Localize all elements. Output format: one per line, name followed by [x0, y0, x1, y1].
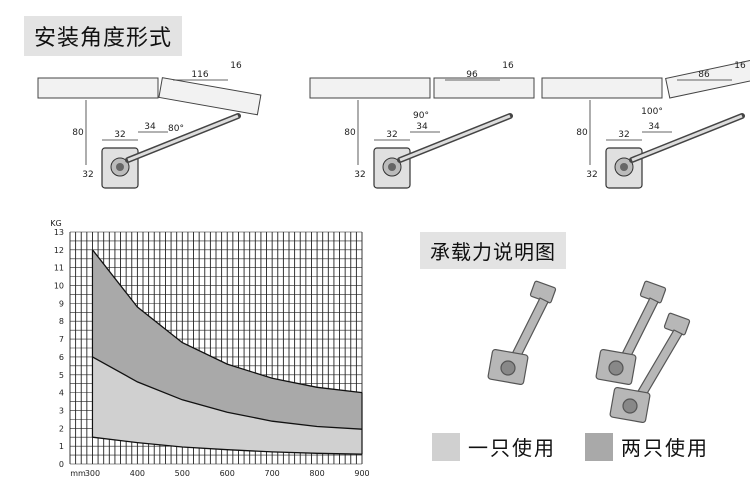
y-tick-label: 3 [59, 406, 64, 415]
y-axis-label: KG [50, 219, 61, 228]
lid-panel [665, 57, 750, 99]
y-tick-label: 12 [54, 246, 64, 255]
dim-16-label: 16 [230, 61, 242, 71]
dim-32b-label: 32 [82, 170, 93, 180]
dim-34-label: 34 [416, 122, 428, 132]
y-tick-label: 7 [59, 335, 64, 344]
legend-single: 一只使用 [432, 432, 556, 461]
install-angle-title: 安装角度形式 [24, 16, 183, 56]
dim-16-label: 16 [734, 61, 746, 71]
series-line-2 [91, 249, 363, 394]
cabinet-panel [309, 77, 431, 99]
y-tick-label: 1 [59, 442, 64, 451]
y-tick-label: 5 [59, 371, 64, 380]
x-tick-label: 700 [265, 469, 280, 478]
angle-label: 80° [168, 124, 184, 134]
x-tick-label: 400 [130, 469, 145, 478]
double-hinge-image [595, 280, 691, 424]
install-diagram-3: 80 32 34 32 86 16 100° [541, 57, 750, 189]
y-tick-label: 8 [59, 317, 64, 326]
lid-panel [158, 77, 262, 116]
lid-panel [433, 77, 535, 99]
dim-32b-label: 32 [354, 170, 365, 180]
pivot-center [116, 163, 124, 171]
pivot-center [388, 163, 396, 171]
legend-double-swatch [585, 432, 613, 461]
install-diagram-1: 80 32 34 32 116 16 80° [37, 61, 262, 189]
x-tick-label: 300 [85, 469, 100, 478]
dim-34-label: 34 [144, 122, 156, 132]
dim-34-label: 34 [648, 122, 660, 132]
dim-32-label: 32 [386, 130, 397, 140]
lid-board [158, 77, 262, 116]
dim-80-label: 80 [576, 128, 588, 138]
hinge-arm-inner [127, 114, 239, 162]
dim-32-label: 32 [114, 130, 125, 140]
dim-32-label: 32 [618, 130, 629, 140]
hinge-illustrations [487, 280, 691, 424]
legend-single-label: 一只使用 [468, 436, 556, 460]
y-tick-label: 10 [54, 282, 64, 291]
y-tick-label: 11 [54, 264, 64, 273]
angle-label: 100° [641, 107, 663, 117]
install-diagram-2: 80 32 34 32 96 16 90° [309, 61, 535, 189]
dim-32b-label: 32 [586, 170, 597, 180]
y-tick-label: 9 [59, 299, 64, 308]
area-double [92, 249, 362, 430]
y-tick-label: 4 [59, 389, 64, 398]
x-tick-label: 900 [354, 469, 369, 478]
x-tick-label: 500 [175, 469, 190, 478]
lid-board [433, 77, 535, 99]
cabinet-panel [37, 77, 159, 99]
cabinet-panel [541, 77, 663, 99]
hinge-arm-inner [631, 114, 743, 162]
legend-double: 两只使用 [585, 432, 709, 461]
x-axis-label: mm [70, 469, 86, 478]
load-capacity-title: 承载力说明图 [420, 232, 566, 269]
x-tick-label: 800 [309, 469, 324, 478]
x-tick-label: 600 [220, 469, 235, 478]
dim-top-label: 96 [466, 70, 478, 80]
hinge-arm-inner [399, 114, 511, 162]
angle-label: 90° [413, 111, 429, 121]
area-single [92, 356, 362, 455]
dim-top-label: 86 [698, 70, 710, 80]
y-tick-label: 6 [59, 353, 64, 362]
dim-80-label: 80 [72, 128, 84, 138]
y-tick-label: 13 [54, 228, 64, 237]
series-line-0 [92, 436, 363, 455]
single-hinge-image [487, 280, 557, 386]
y-tick-label: 2 [59, 424, 64, 433]
series-line-1 [92, 356, 363, 430]
dim-top-label: 116 [191, 70, 208, 80]
dim-80-label: 80 [344, 128, 356, 138]
y-tick-label: 0 [59, 460, 64, 469]
legend-double-label: 两只使用 [621, 436, 709, 460]
lid-board [665, 57, 750, 99]
dim-16-label: 16 [502, 61, 514, 71]
legend-single-swatch [432, 432, 460, 461]
pivot-center [620, 163, 628, 171]
